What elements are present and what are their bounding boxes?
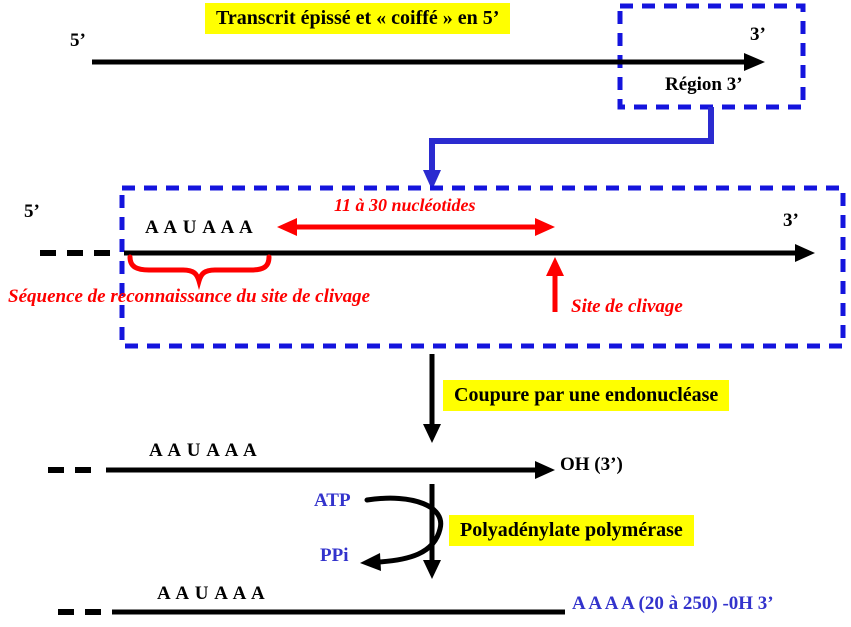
polymerase-banner: Polyadénylate polymérase	[449, 515, 694, 546]
recognition-sequence-label: Séquence de reconnaissance du site de cl…	[8, 286, 371, 307]
zoom-connector-line	[429, 107, 714, 176]
cleavage-site-arrowhead	[546, 257, 564, 276]
zoom-connector-arrowhead	[423, 170, 441, 190]
cleavage-site-label: Site de clivage	[571, 296, 683, 317]
three-prime-label-1: 3’	[750, 24, 766, 45]
atp-ppi-curved-arrow	[364, 495, 444, 565]
distance-label: 11 à 30 nucléotides	[334, 195, 476, 215]
step-arrow-polymerase-head	[423, 560, 441, 579]
atp-ppi-arrowhead	[360, 553, 381, 571]
aauaaa-hexamer-2: A A U A A A	[149, 440, 258, 461]
distance-arrow-right-head	[535, 218, 555, 236]
polya-tail-label: A A A A (20 à 250) -0H 3’	[572, 593, 774, 614]
transcript-line-3-arrowhead	[535, 461, 555, 479]
endonuclease-banner: Coupure par une endonucléase	[443, 380, 730, 411]
step-arrow-endonuclease-head	[423, 424, 441, 443]
transcript-line-2-arrowhead	[795, 244, 815, 262]
aauaaa-hexamer-1: A A U A A A	[145, 217, 254, 238]
oh-3prime-label: OH (3’)	[560, 454, 623, 475]
five-prime-label-1: 5’	[70, 30, 86, 51]
three-prime-label-2: 3’	[783, 210, 799, 231]
ppi-label: PPi	[320, 545, 349, 566]
title-banner: Transcrit épissé et « coiffé » en 5’	[205, 3, 511, 34]
transcript-line-1-arrowhead	[744, 53, 765, 71]
recognition-brace	[127, 254, 272, 291]
region3-label: Région 3’	[665, 74, 743, 95]
distance-arrow-left-head	[277, 218, 297, 236]
aauaaa-hexamer-3: A A U A A A	[157, 583, 266, 604]
cleavage-dashed-box	[119, 185, 846, 349]
five-prime-label-2: 5’	[24, 201, 40, 222]
atp-label: ATP	[314, 490, 351, 511]
